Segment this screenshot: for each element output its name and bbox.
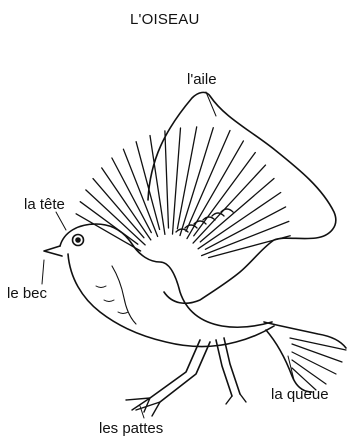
- bird-legs: [126, 338, 246, 416]
- label-wing: l'aile: [187, 71, 217, 89]
- label-tail: la queue: [271, 386, 329, 404]
- label-head: la tête: [24, 196, 65, 214]
- bird-body: [44, 224, 274, 347]
- bird-tail: [264, 322, 346, 392]
- label-beak: le bec: [7, 285, 47, 303]
- label-feet: les pattes: [99, 420, 163, 438]
